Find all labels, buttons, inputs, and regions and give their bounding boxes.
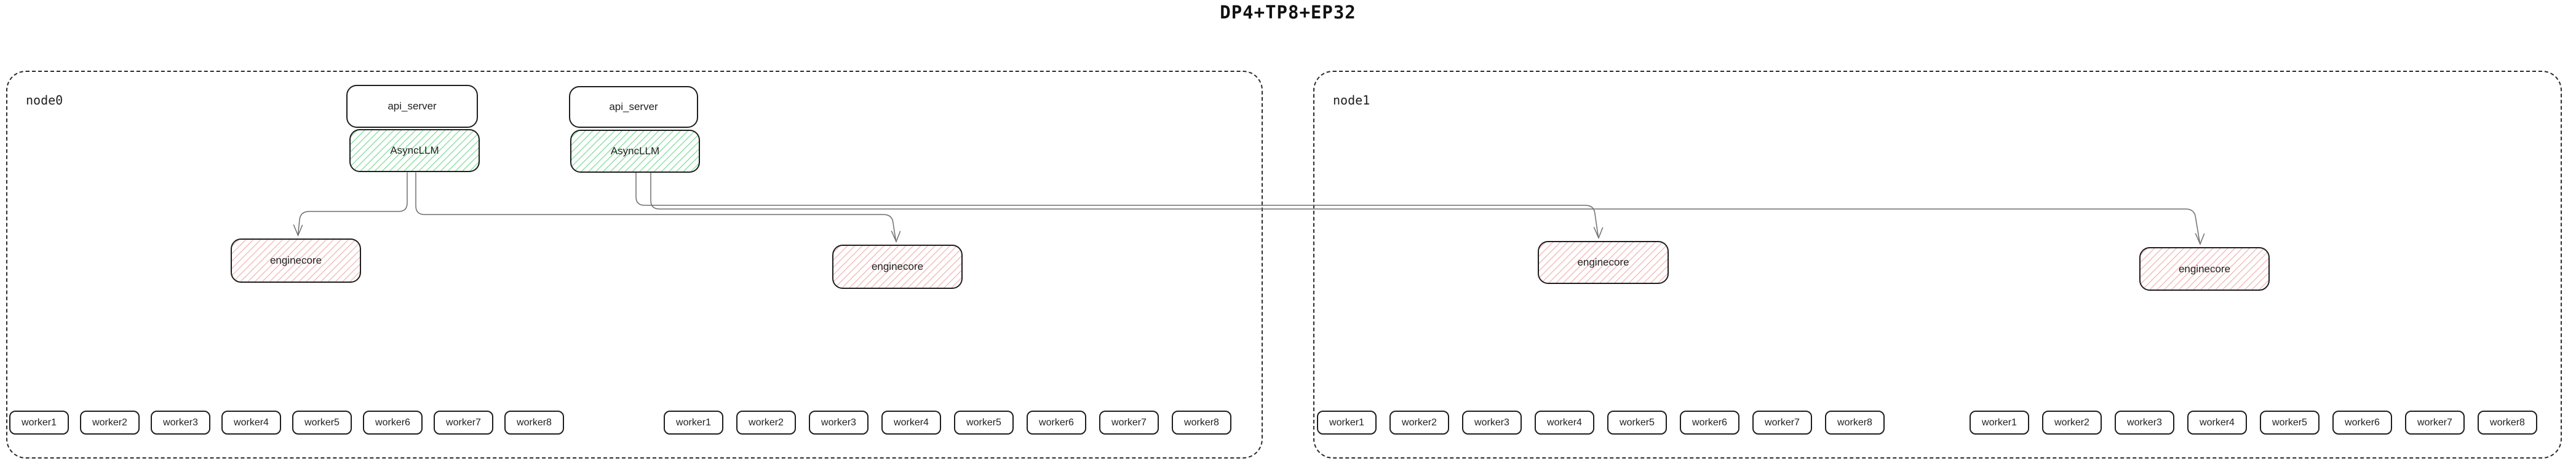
worker-box: worker5 xyxy=(1607,411,1667,435)
node0-label: node0 xyxy=(26,93,63,108)
worker-box: worker6 xyxy=(2332,411,2392,435)
async-llm-box-1: AsyncLLM xyxy=(349,129,480,172)
worker-box: worker2 xyxy=(80,411,140,435)
worker-box: worker3 xyxy=(1462,411,1522,435)
worker-box: worker6 xyxy=(1027,411,1086,435)
worker-box: worker4 xyxy=(2187,411,2247,435)
node1-container: node1 xyxy=(1313,71,2562,459)
async-llm-box-2: AsyncLLM xyxy=(570,130,700,173)
worker-row-node1-group1: worker1 worker2 worker3 worker4 worker5 … xyxy=(1317,411,1885,435)
api-server-box-2: api_server xyxy=(569,86,698,128)
worker-box: worker5 xyxy=(2260,411,2320,435)
enginecore-box-4: enginecore xyxy=(2139,247,2270,291)
edge-asyncllm1-enginecore1 xyxy=(297,172,408,235)
worker-box: worker1 xyxy=(1970,411,2029,435)
worker-box: worker5 xyxy=(954,411,1014,435)
worker-row-node1-group2: worker1 worker2 worker3 worker4 worker5 … xyxy=(1970,411,2537,435)
worker-box: worker3 xyxy=(151,411,210,435)
worker-box: worker2 xyxy=(2042,411,2102,435)
node0-container: node0 xyxy=(6,71,1263,459)
worker-box: worker1 xyxy=(664,411,723,435)
worker-row-node0-group2: worker1 worker2 worker3 worker4 worker5 … xyxy=(664,411,1231,435)
worker-box: worker4 xyxy=(881,411,941,435)
arrowhead-enginecore1 xyxy=(293,224,303,237)
worker-box: worker6 xyxy=(363,411,423,435)
edge-asyncllm1-enginecore2 xyxy=(415,172,897,242)
worker-box: worker2 xyxy=(1389,411,1449,435)
node1-label: node1 xyxy=(1333,93,1370,108)
worker-box: worker7 xyxy=(2405,411,2465,435)
worker-box: worker2 xyxy=(736,411,796,435)
worker-box: worker5 xyxy=(292,411,352,435)
worker-box: worker4 xyxy=(1535,411,1594,435)
edge-asyncllm2-enginecore4 xyxy=(650,172,2201,244)
worker-box: worker4 xyxy=(221,411,281,435)
arrowhead-enginecore2 xyxy=(891,231,901,243)
worker-box: worker3 xyxy=(809,411,869,435)
worker-row-node0-group1: worker1 worker2 worker3 worker4 worker5 … xyxy=(9,411,564,435)
worker-box: worker7 xyxy=(434,411,493,435)
worker-box: worker3 xyxy=(2115,411,2174,435)
worker-box: worker8 xyxy=(504,411,564,435)
worker-box: worker1 xyxy=(9,411,69,435)
edge-asyncllm2-enginecore3 xyxy=(635,172,1599,238)
enginecore-box-1: enginecore xyxy=(231,238,361,283)
enginecore-box-2: enginecore xyxy=(832,245,963,289)
api-server-box-1: api_server xyxy=(346,85,478,128)
worker-box: worker6 xyxy=(1680,411,1739,435)
arrowhead-enginecore3 xyxy=(1593,227,1604,239)
worker-box: worker8 xyxy=(2478,411,2537,435)
worker-box: worker7 xyxy=(1752,411,1812,435)
worker-box: worker1 xyxy=(1317,411,1377,435)
diagram-title: DP4+TP8+EP32 xyxy=(1220,2,1356,23)
worker-box: worker8 xyxy=(1825,411,1885,435)
enginecore-box-3: enginecore xyxy=(1538,241,1669,284)
arrowhead-enginecore4 xyxy=(2195,233,2205,245)
worker-box: worker7 xyxy=(1099,411,1159,435)
worker-box: worker8 xyxy=(1172,411,1231,435)
